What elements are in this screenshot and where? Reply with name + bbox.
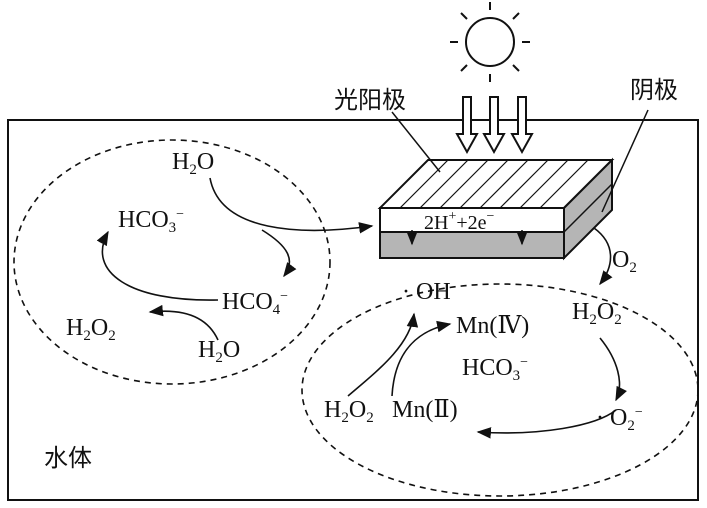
arrow-superoxide-to-mn2 xyxy=(476,409,617,439)
left-cycle-arrows xyxy=(96,177,374,341)
right-h2o2-bottom: H2O2 xyxy=(324,397,374,426)
photoanode-leader xyxy=(391,111,441,173)
arrow-mn2-to-mn4 xyxy=(391,320,452,397)
arrow-h2o-to-anode xyxy=(209,177,374,234)
sun-icon xyxy=(450,2,530,82)
electrode-reaction: 2H++2e− xyxy=(424,209,495,234)
arrow-cathode-to-h2o2 xyxy=(593,227,613,286)
water-body-label: 水体 xyxy=(44,444,92,472)
left-cycle-ellipse xyxy=(13,139,331,385)
light-arrow-icon xyxy=(455,96,534,155)
photoanode-label: 光阳极 xyxy=(334,86,406,114)
arrow-hco3-to-hco4 xyxy=(261,229,297,278)
right-mn2: Mn(Ⅱ) xyxy=(392,397,458,423)
right-hco3: HCO3− xyxy=(462,355,529,384)
left-h2o2: H2O2 xyxy=(66,315,116,344)
left-hco4: HCO4− xyxy=(222,289,289,318)
right-mn4: Mn(Ⅳ) xyxy=(456,313,530,339)
arrow-hco4-to-hco3 xyxy=(96,230,219,301)
water-body-box xyxy=(7,119,699,501)
left-h2o-bottom: H2O xyxy=(198,337,241,366)
right-o2: O2 xyxy=(612,247,637,276)
right-oh: · OH xyxy=(402,279,451,305)
cathode-label: 阴极 xyxy=(630,76,678,104)
left-h2o-top: H2O xyxy=(172,149,215,178)
right-h2o2-top: H2O2 xyxy=(572,299,622,328)
cathode-leader xyxy=(601,109,649,213)
electrode-block xyxy=(377,157,615,261)
arrow-h2o2-to-oh xyxy=(347,312,419,397)
right-superoxide: · O2− xyxy=(596,405,643,434)
right-cycle-arrows xyxy=(347,227,627,439)
right-cycle-ellipse xyxy=(301,283,699,497)
left-hco3: HCO3− xyxy=(118,207,185,236)
arrow-h2o-to-h2o2 xyxy=(148,304,219,341)
arrow-h2o2-to-superoxide xyxy=(599,337,627,402)
